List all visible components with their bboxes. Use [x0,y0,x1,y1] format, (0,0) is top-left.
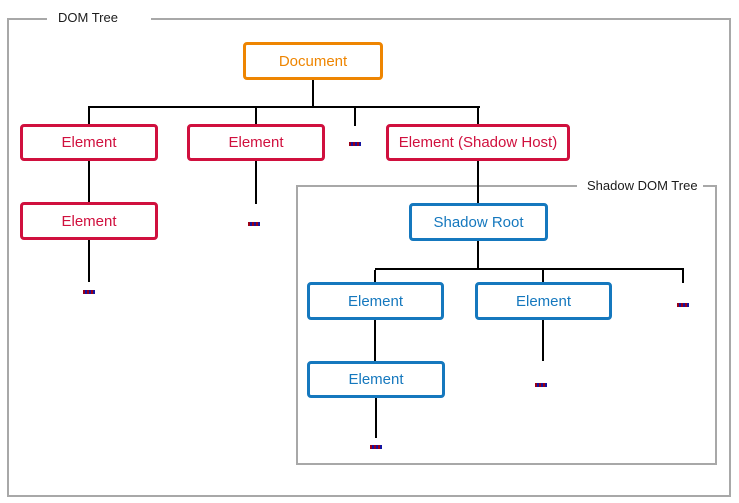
connector-drop-element-left [88,108,90,124]
element-node-left: Element [20,124,158,161]
connector-shadow-level1-hbar [375,268,684,270]
dom-tree-frame-label: DOM Tree [47,10,151,26]
truncation-dash-level1 [349,142,361,146]
connector-drop-truncation [354,108,356,126]
connector-element-left-child [88,161,90,202]
connector-level1-hbar [88,106,480,108]
truncation-dash-element-left-grandchild [83,290,95,294]
connector-shadow-element-left-child [374,320,376,361]
truncation-dash-shadow-grandchild [370,445,382,449]
shadow-element-node-left-child: Element [307,361,445,398]
element-node-left-child: Element [20,202,158,240]
connector-shadow-root-down [477,241,479,268]
connector-drop-shadow-host [477,108,479,124]
connector-shadow-element-right-down [542,320,544,361]
connector-drop-shadow-element-right [542,270,544,282]
shadow-element-node-right: Element [475,282,612,320]
truncation-dash-shadow-level1 [677,303,689,307]
connector-shadow-element-left-child-down [375,398,377,438]
shadow-dom-tree-frame-label: Shadow DOM Tree [577,177,703,194]
dom-tree-frame [7,18,731,497]
shadow-element-node-left: Element [307,282,444,320]
connector-drop-element-mid [255,108,257,124]
shadow-host-node: Element (Shadow Host) [386,124,570,161]
shadow-root-node: Shadow Root [409,203,548,241]
element-node-mid: Element [187,124,325,161]
truncation-dash-shadow-element-right [535,383,547,387]
connector-drop-shadow-truncation [682,270,684,283]
shadow-dom-tree-frame [296,185,717,465]
connector-document-down [312,80,314,107]
connector-element-left-child-down [88,239,90,282]
truncation-dash-element-mid [248,222,260,226]
connector-drop-shadow-element-left [374,270,376,282]
connector-shadow-host-down [477,161,479,203]
document-node: Document [243,42,383,80]
connector-element-mid-down [255,161,257,204]
